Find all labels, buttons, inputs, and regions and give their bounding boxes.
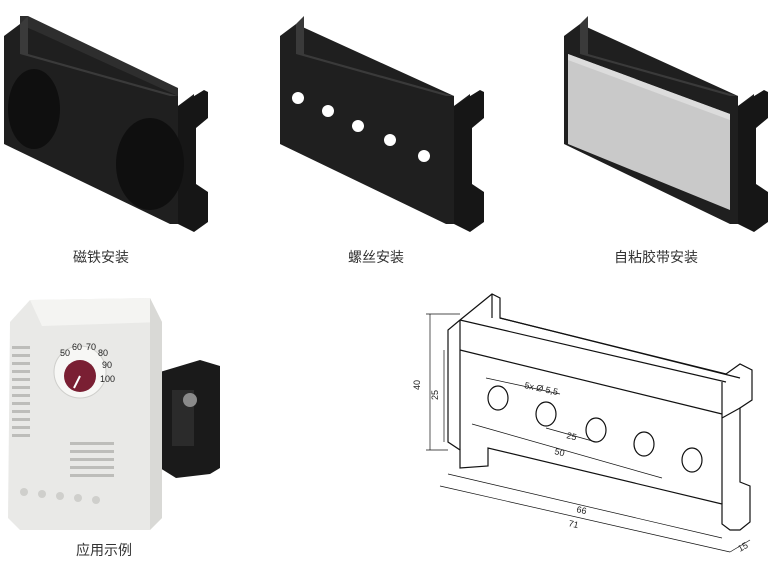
thermostat-housing	[8, 298, 162, 530]
adhesive-mount-image	[560, 14, 774, 232]
screw-hole	[322, 105, 334, 117]
magnet-mount-caption: 磁铁安装	[73, 250, 129, 266]
dim-length-total: 71	[568, 518, 580, 530]
drawing-hole	[535, 401, 557, 427]
dim-depth: 15	[736, 540, 750, 554]
drawing-hole	[487, 385, 509, 411]
dial-label: 80	[98, 348, 108, 358]
screw-hole	[384, 134, 396, 146]
technical-drawing: 40 25 5x Ø 5,5 25 50 66 71 15	[400, 290, 774, 579]
dim-hole-span: 50	[554, 446, 566, 458]
screw-hole	[418, 150, 430, 162]
dim-hole-pitch: 25	[566, 430, 578, 442]
drawing-hole	[633, 431, 655, 457]
dial-label: 70	[86, 342, 96, 352]
magnet-mount-image	[0, 14, 215, 232]
dim-length-inner: 66	[576, 504, 588, 516]
dial-label: 60	[72, 342, 82, 352]
screw-hole	[292, 92, 304, 104]
application-example-caption: 应用示例	[76, 543, 132, 559]
dim-height-inner: 25	[430, 390, 440, 400]
dial-label: 90	[102, 360, 112, 370]
screw-hole	[352, 120, 364, 132]
dial-label: 100	[100, 374, 115, 384]
adhesive-mount-caption: 自粘胶带安装	[614, 250, 698, 266]
screw-mount-image	[276, 14, 491, 232]
adhesive-tape	[568, 54, 730, 210]
dim-height-total: 40	[412, 380, 422, 390]
drawing-hole	[681, 447, 703, 473]
dial-label: 50	[60, 348, 70, 358]
application-example-image: 50 60 70 80 90 100	[0, 292, 225, 532]
screw-mount-caption: 螺丝安装	[348, 250, 404, 266]
